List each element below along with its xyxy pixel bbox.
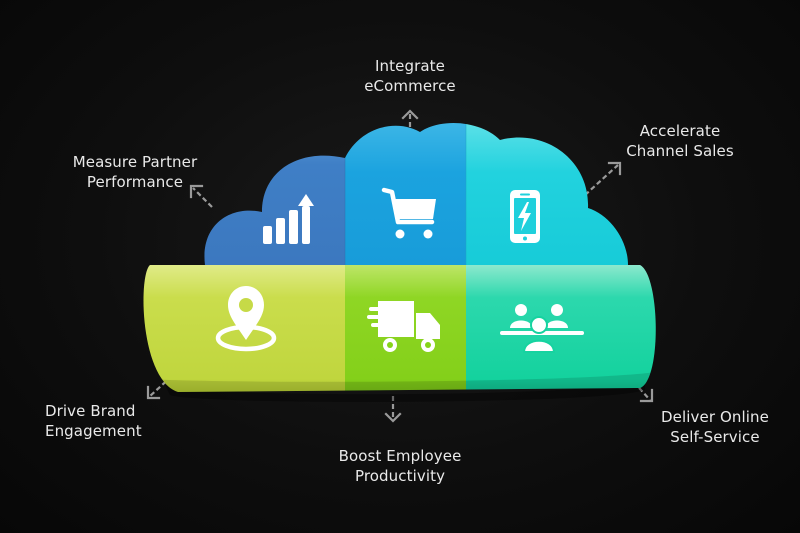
label-line: Channel Sales (626, 142, 734, 160)
label-line: Productivity (354, 467, 446, 485)
label-line: Drive Brand (45, 402, 136, 420)
label-line: Performance (86, 173, 184, 191)
label-drive-brand-engagement: Drive Brand Engagement (45, 401, 185, 441)
label-line: Self-Service (670, 428, 760, 446)
label-deliver-online-self-service: Deliver Online Self-Service (650, 407, 780, 447)
label-integrate-ecommerce: Integrate eCommerce (340, 56, 480, 96)
arrow-accelerate-channel (584, 164, 619, 196)
team-users-icon (500, 304, 584, 353)
label-line: Accelerate (639, 122, 721, 140)
smartphone-charging-icon (510, 190, 540, 243)
label-line: Deliver Online (661, 408, 769, 426)
label-line: Integrate (375, 57, 445, 75)
label-line: Engagement (45, 422, 142, 440)
arrow-heads (146, 109, 654, 423)
shopping-cart-icon (381, 187, 436, 239)
label-line: Boost Employee (338, 447, 462, 465)
label-boost-employee-productivity: Boost Employee Productivity (320, 446, 480, 486)
location-pin-icon (215, 286, 277, 352)
label-line: Measure Partner (72, 153, 198, 171)
label-measure-partner-performance: Measure Partner Performance (50, 152, 220, 192)
arrow-measure-partner (192, 187, 213, 208)
delivery-truck-icon (367, 301, 440, 352)
bar-chart-growth-icon (263, 194, 314, 244)
cloud-top-half (204, 122, 629, 265)
label-accelerate-channel-sales: Accelerate Channel Sales (605, 121, 755, 161)
label-line: eCommerce (364, 77, 456, 95)
